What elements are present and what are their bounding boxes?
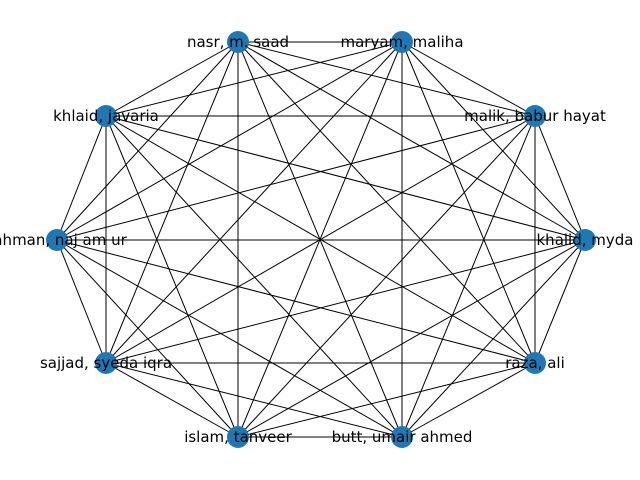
edge-raza-khlaid — [105, 115, 536, 364]
edge-raza-rahman — [56, 239, 536, 364]
edge-nasr-khlaid — [105, 41, 239, 117]
node-label-rahman: rahman, naj am ur — [0, 231, 128, 249]
edge-butt-rahman — [56, 239, 403, 438]
node-malik — [524, 105, 546, 127]
edge-nasr-khalid — [237, 41, 586, 241]
edge-maryam-raza — [401, 41, 536, 364]
edge-nasr-rahman — [56, 41, 239, 241]
edge-khalid-khlaid — [105, 115, 586, 241]
node-label-nasr: nasr, m. saad — [187, 33, 289, 51]
node-label-malik: malik, babur hayat — [464, 107, 606, 125]
edge-islam-rahman — [56, 239, 239, 438]
node-label-sajjad: sajjad, syeda iqra — [40, 354, 172, 372]
node-layer — [46, 31, 596, 448]
edge-malik-khalid — [534, 115, 586, 241]
edge-malik-butt — [401, 115, 536, 438]
edge-maryam-sajjad — [105, 41, 403, 364]
label-layer: nasr, m. saad maryam, maliha malik, babur … — [0, 33, 633, 446]
node-maryam — [391, 31, 413, 53]
node-butt — [391, 426, 413, 448]
node-label-maryam: maryam, maliha — [340, 33, 463, 51]
node-raza — [524, 352, 546, 374]
node-nasr — [227, 31, 249, 53]
node-khalid — [574, 229, 596, 251]
edge-raza-butt — [401, 362, 536, 438]
node-label-khlaid: khlaid, javaria — [53, 107, 159, 125]
edge-sajjad-rahman — [56, 239, 107, 364]
edge-khalid-islam — [237, 239, 586, 438]
edge-islam-khlaid — [105, 115, 239, 438]
edge-butt-sajjad — [105, 362, 403, 438]
edge-maryam-malik — [401, 41, 536, 117]
edge-nasr-raza — [237, 41, 536, 364]
edge-malik-rahman — [56, 115, 536, 241]
node-islam — [227, 426, 249, 448]
edge-maryam-khalid — [401, 41, 586, 241]
edge-maryam-rahman — [56, 41, 403, 241]
edge-khalid-butt — [401, 239, 586, 438]
edge-butt-khlaid — [105, 115, 403, 438]
node-label-islam: islam, tanveer — [184, 428, 292, 446]
node-sajjad — [95, 352, 117, 374]
node-label-raza: raza, ali — [505, 354, 565, 372]
edge-layer — [56, 41, 586, 438]
edge-khalid-sajjad — [105, 239, 586, 364]
node-label-butt: butt, umair ahmed — [332, 428, 473, 446]
edge-rahman-khlaid — [56, 115, 107, 241]
node-rahman — [46, 229, 68, 251]
node-khlaid — [95, 105, 117, 127]
node-label-khalid: khalid, myda — [537, 231, 634, 249]
edge-khalid-raza — [534, 239, 586, 364]
edge-islam-sajjad — [105, 362, 239, 438]
edge-raza-islam — [237, 362, 536, 438]
edge-maryam-khlaid — [105, 41, 403, 117]
edge-malik-islam — [237, 115, 536, 438]
edge-nasr-sajjad — [105, 41, 239, 364]
